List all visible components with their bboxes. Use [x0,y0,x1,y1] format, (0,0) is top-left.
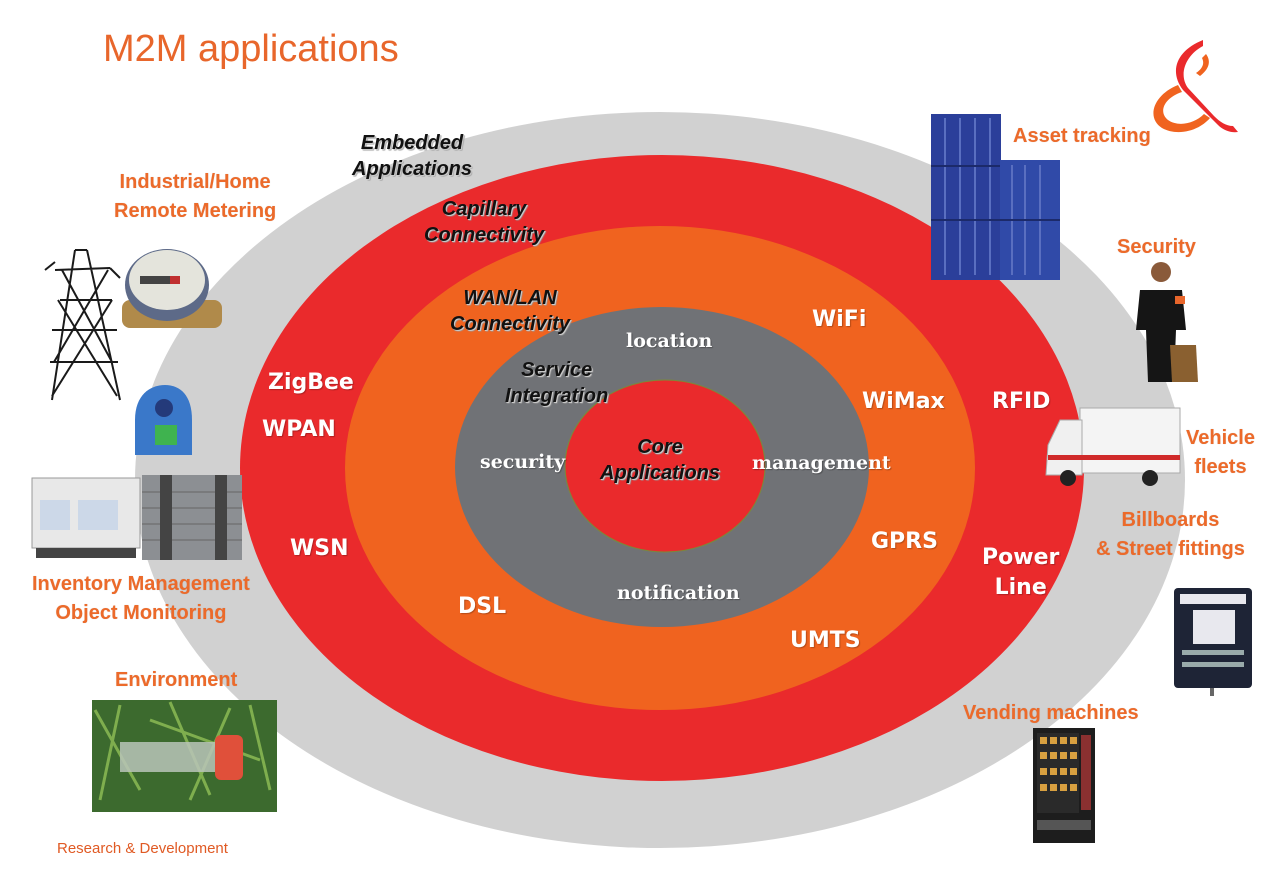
footer-text: Research & Development [57,840,228,857]
label-line: WAN/LAN [463,287,557,309]
label-line: Applications [352,158,473,180]
ring-core-applications [564,379,766,553]
label-wan-lan-connectivity: WAN/LAN Connectivity [450,285,570,337]
label-capillary-connectivity: Capillary Connectivity [424,196,544,248]
orange-ampersand-logo [1153,40,1238,133]
label-line: Power [982,545,1060,570]
service-notification: notification [617,582,740,604]
tech-wimax: WiMax [862,389,945,414]
label-core-applications: Core Applications [600,434,720,486]
label-line: Industrial/Home [119,171,271,193]
label-line: Integration [505,385,609,407]
app-asset-tracking: Asset tracking [1013,125,1151,147]
label-line: Core [637,436,683,458]
service-location: location [626,330,713,352]
label-line: Embedded [360,132,464,154]
label-line: Object Monitoring [55,602,227,624]
tech-power-line: Power Line [982,543,1059,603]
app-inventory-management: Inventory Management Object Monitoring [32,570,250,628]
street-billboard-image [1174,588,1252,696]
label-line: Inventory Management [32,573,250,595]
label-line: Service [521,359,593,381]
label-embedded-applications: Embedded Applications [352,130,472,182]
label-line: Applications [600,462,721,484]
tech-dsl: DSL [458,594,507,619]
label-line: & Street fittings [1096,538,1245,560]
label-line: Line [994,575,1047,600]
environment-sensor-image [92,700,277,812]
label-line: Vehicle [1186,427,1255,449]
label-service-integration: Service Integration [505,357,608,409]
recycling-bin-image [135,385,192,455]
shipping-containers-image [931,114,1060,280]
label-line: Remote Metering [114,200,277,222]
water-meter-image [122,249,222,328]
tech-umts: UMTS [790,628,861,653]
tech-rfid: RFID [992,389,1051,414]
service-security: security [480,451,566,473]
app-billboards-street-fittings: Billboards & Street fittings [1096,506,1245,564]
vending-machine-image [1033,728,1095,843]
service-management: management [752,452,891,474]
label-line: fleets [1194,456,1247,478]
app-security: Security [1117,236,1196,258]
security-guard-image [1136,262,1198,382]
tech-zigbee: ZigBee [268,370,354,395]
tech-wifi: WiFi [812,307,867,332]
tech-wsn: WSN [290,536,349,561]
app-vending-machines: Vending machines [963,702,1139,724]
label-line: Capillary [441,198,527,220]
ambulance-image [1045,407,1181,486]
label-line: Connectivity [424,224,545,246]
app-vehicle-fleets: Vehicle fleets [1186,424,1255,482]
page-title: M2M applications [103,28,399,70]
tech-wpan: WPAN [262,417,336,442]
tech-gprs: GPRS [871,529,938,554]
inventory-containers-image [31,475,242,560]
power-tower-image [44,249,121,401]
label-line: Billboards [1121,509,1220,531]
label-line: Connectivity [450,313,571,335]
app-remote-metering: Industrial/Home Remote Metering [114,168,276,226]
app-environment: Environment [115,669,238,691]
